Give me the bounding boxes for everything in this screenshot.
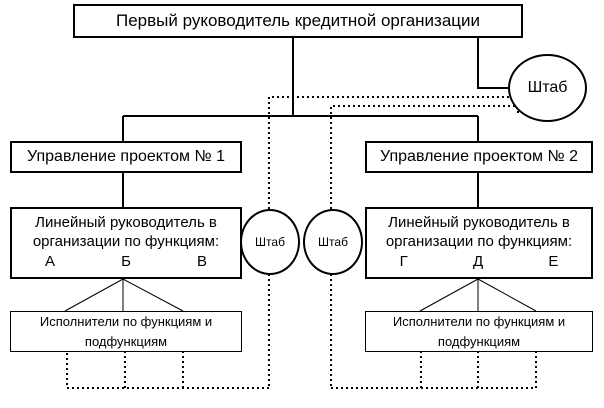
function-b: Б bbox=[121, 253, 131, 270]
staff-left-label: Штаб bbox=[255, 235, 285, 249]
functions-right: Г Д Е bbox=[367, 253, 591, 270]
linear-manager-1-line1: Линейный руководитель в bbox=[35, 214, 217, 231]
linear-manager-2-box: Линейный руководитель в организации по ф… bbox=[365, 207, 593, 279]
function-e: Е bbox=[548, 253, 559, 270]
head-executive-box: Первый руководитель кредитной организаци… bbox=[73, 4, 523, 38]
executors-1-line2: подфункциям bbox=[84, 333, 168, 349]
main-staff-circle: Штаб bbox=[508, 54, 587, 122]
project-1-label: Управление проектом № 1 bbox=[27, 148, 225, 165]
linear-manager-1-line2: организации по функциям: bbox=[32, 233, 220, 250]
solid-connectors bbox=[122, 38, 509, 207]
function-a: А bbox=[45, 253, 56, 270]
linear-manager-2-line1: Линейный руководитель в bbox=[388, 214, 570, 231]
function-v: В bbox=[196, 253, 207, 270]
linear-manager-2-line2: организации по функциям: bbox=[385, 233, 573, 250]
executors-2-line2: подфункциям bbox=[437, 333, 521, 349]
executors-1-line1: Исполнители по функциям и bbox=[39, 313, 213, 329]
main-staff-label: Штаб bbox=[527, 79, 568, 96]
linear-manager-1-box: Линейный руководитель в организации по ф… bbox=[10, 207, 242, 279]
staff-circle-left: Штаб bbox=[240, 209, 300, 275]
head-executive-title: Первый руководитель кредитной организаци… bbox=[115, 11, 481, 30]
staff-circle-right: Штаб bbox=[303, 209, 363, 275]
project-1-box: Управление проектом № 1 bbox=[10, 141, 242, 173]
function-d: Д bbox=[472, 253, 484, 270]
staff-right-label: Штаб bbox=[318, 235, 348, 249]
function-g: Г bbox=[399, 253, 408, 270]
executors-2-box: Исполнители по функциям и подфункциям bbox=[365, 311, 593, 352]
executors-2-line1: Исполнители по функциям и bbox=[392, 313, 566, 329]
function-fan-lines bbox=[64, 278, 537, 312]
project-2-box: Управление проектом № 2 bbox=[365, 141, 593, 173]
staff-dotted-links bbox=[66, 96, 537, 389]
functions-left: А Б В bbox=[12, 253, 240, 270]
project-2-label: Управление проектом № 2 bbox=[380, 148, 578, 165]
executors-1-box: Исполнители по функциям и подфункциям bbox=[10, 311, 242, 352]
